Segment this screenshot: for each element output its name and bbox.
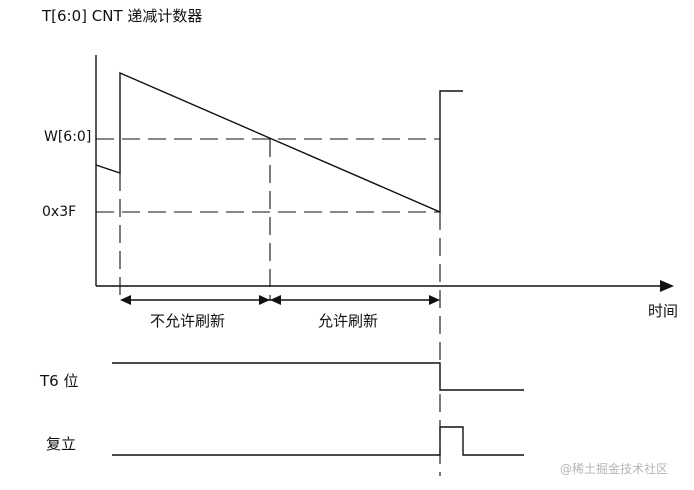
watermark: @稀土掘金技术社区 [560, 462, 669, 476]
arrowhead-right-reload [429, 295, 440, 305]
arrowhead-left-start [120, 295, 131, 305]
t6-bit-label: T6 位 [40, 372, 79, 390]
threshold-value-label: 0x3F [42, 204, 77, 220]
arrowhead-right-window [259, 295, 270, 305]
reset-label: 复立 [46, 435, 77, 453]
arrowhead-left-window [270, 295, 281, 305]
refresh-allowed-label: 允许刷新 [318, 312, 379, 330]
x-axis-arrowhead [660, 280, 674, 292]
refresh-not-allowed-label: 不允许刷新 [150, 312, 226, 330]
window-value-label: W[6:0] [44, 129, 92, 145]
diagram-title: T[6:0] CNT 递减计数器 [42, 7, 203, 25]
time-axis-label: 时间 [648, 302, 679, 320]
counter-waveform [95, 71, 463, 214]
t6-waveform [112, 362, 524, 391]
reset-waveform [112, 426, 524, 456]
